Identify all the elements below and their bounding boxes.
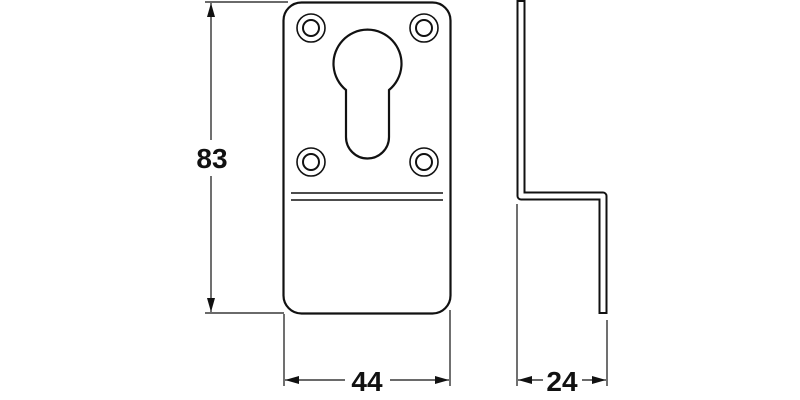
depth-label: 24 xyxy=(546,366,578,397)
depth-dimension xyxy=(516,204,608,386)
escutcheon-side-profile xyxy=(516,0,608,314)
escutcheon-plate-front-view xyxy=(282,1,452,315)
height-dimension xyxy=(205,1,288,314)
height-label: 83 xyxy=(196,143,227,174)
screw-hole xyxy=(409,147,439,177)
screw-hole xyxy=(296,147,326,177)
screw-hole xyxy=(296,13,326,43)
screw-hole xyxy=(409,13,439,43)
width-label: 44 xyxy=(351,366,383,397)
plate-outline xyxy=(282,1,452,315)
width-dimension xyxy=(283,310,451,386)
cylinder-keyhole xyxy=(332,28,403,160)
